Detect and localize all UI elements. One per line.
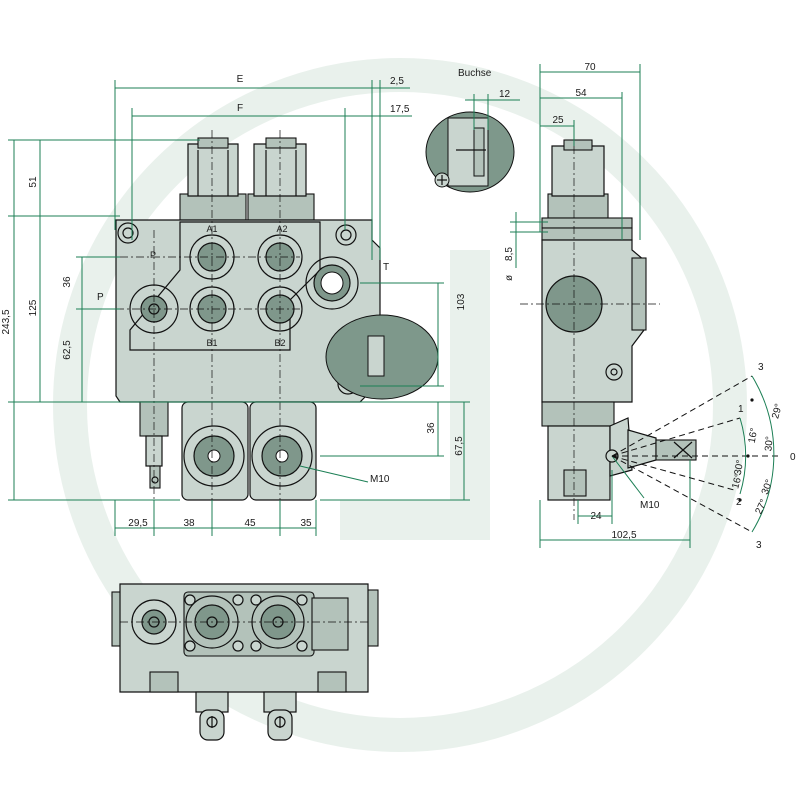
watermark-logo xyxy=(53,58,747,752)
label-M10-front: M10 xyxy=(370,474,390,485)
label-B2: B2 xyxy=(274,338,285,348)
front-view xyxy=(100,130,439,520)
dim-51: 51 xyxy=(28,176,39,188)
angle-16-bottom: 16° xyxy=(730,473,745,490)
angle-30-mid: 30° xyxy=(733,459,746,476)
bottom-view xyxy=(111,583,379,741)
label-buchse: Buchse xyxy=(458,68,492,79)
position-0: 0 xyxy=(790,452,796,463)
top-cylinder-a2 xyxy=(247,137,315,221)
dim-17-5: 17,5 xyxy=(390,104,410,115)
dim-125: 125 xyxy=(28,299,39,316)
dim-24: 24 xyxy=(590,511,602,522)
dim-E: E xyxy=(237,74,244,85)
lever-eye-left xyxy=(195,691,229,741)
position-2: 2 xyxy=(736,497,742,508)
mounting-hole xyxy=(335,224,357,246)
lever-eye-right xyxy=(263,691,297,741)
side-dimension-lines xyxy=(510,64,691,548)
dim-70: 70 xyxy=(584,62,596,73)
dim-2-5: 2,5 xyxy=(390,76,404,87)
dim-54: 54 xyxy=(575,88,587,99)
bushing-balloon xyxy=(325,314,439,400)
label-A1: A1 xyxy=(206,224,217,234)
dim-38: 38 xyxy=(183,518,195,529)
dim-62-5: 62,5 xyxy=(62,340,73,360)
dim-103: 103 xyxy=(456,293,467,310)
label-P-left: P xyxy=(97,292,104,303)
port-t xyxy=(305,256,359,310)
dim-102-5: 102,5 xyxy=(611,530,636,541)
side-dimension-texts: 70 54 25 8,5 ø 24 102,5 M10 xyxy=(504,62,660,541)
front-dimension-lines xyxy=(8,80,470,536)
angle-30-top: 30° xyxy=(763,436,775,452)
top-cylinder-a1 xyxy=(179,137,247,221)
dim-F: F xyxy=(237,103,243,114)
lever-angle-diagram xyxy=(611,375,780,533)
dim-67-5: 67,5 xyxy=(454,436,465,456)
position-3-bottom: 3 xyxy=(756,540,762,551)
label-M10-side: M10 xyxy=(640,500,660,511)
dim-36-left: 36 xyxy=(62,276,73,288)
mounting-hole xyxy=(117,222,139,244)
dim-29-5: 29,5 xyxy=(128,518,148,529)
position-3-top: 3 xyxy=(758,362,764,373)
position-1: 1 xyxy=(738,404,744,415)
angle-29-top: 29° xyxy=(770,403,785,420)
dim-8-5: 8,5 xyxy=(504,247,515,261)
dim-25: 25 xyxy=(552,115,564,126)
buchse-detail: Buchse 12 xyxy=(425,68,520,193)
dim-35: 35 xyxy=(300,518,312,529)
label-B1: B1 xyxy=(206,338,217,348)
dim-diameter: ø xyxy=(504,275,515,281)
label-T: T xyxy=(383,262,389,273)
side-view xyxy=(520,130,697,520)
dim-12: 12 xyxy=(499,89,511,100)
dim-45: 45 xyxy=(244,518,256,529)
angle-16-top: 16° xyxy=(747,427,760,444)
label-A2: A2 xyxy=(276,224,287,234)
spool-cap-1 xyxy=(181,401,249,501)
dim-243-5: 243,5 xyxy=(1,309,12,334)
dim-36-right: 36 xyxy=(426,422,437,434)
front-dimension-texts: E 2,5 F 17,5 51 243,5 125 36 62,5 103 36… xyxy=(1,74,467,529)
label-P-upper: P xyxy=(150,250,156,260)
spool-cap-2 xyxy=(249,401,317,501)
angle-30-bottom: 30° xyxy=(760,478,776,496)
angle-27-bottom: 27° xyxy=(754,498,770,516)
